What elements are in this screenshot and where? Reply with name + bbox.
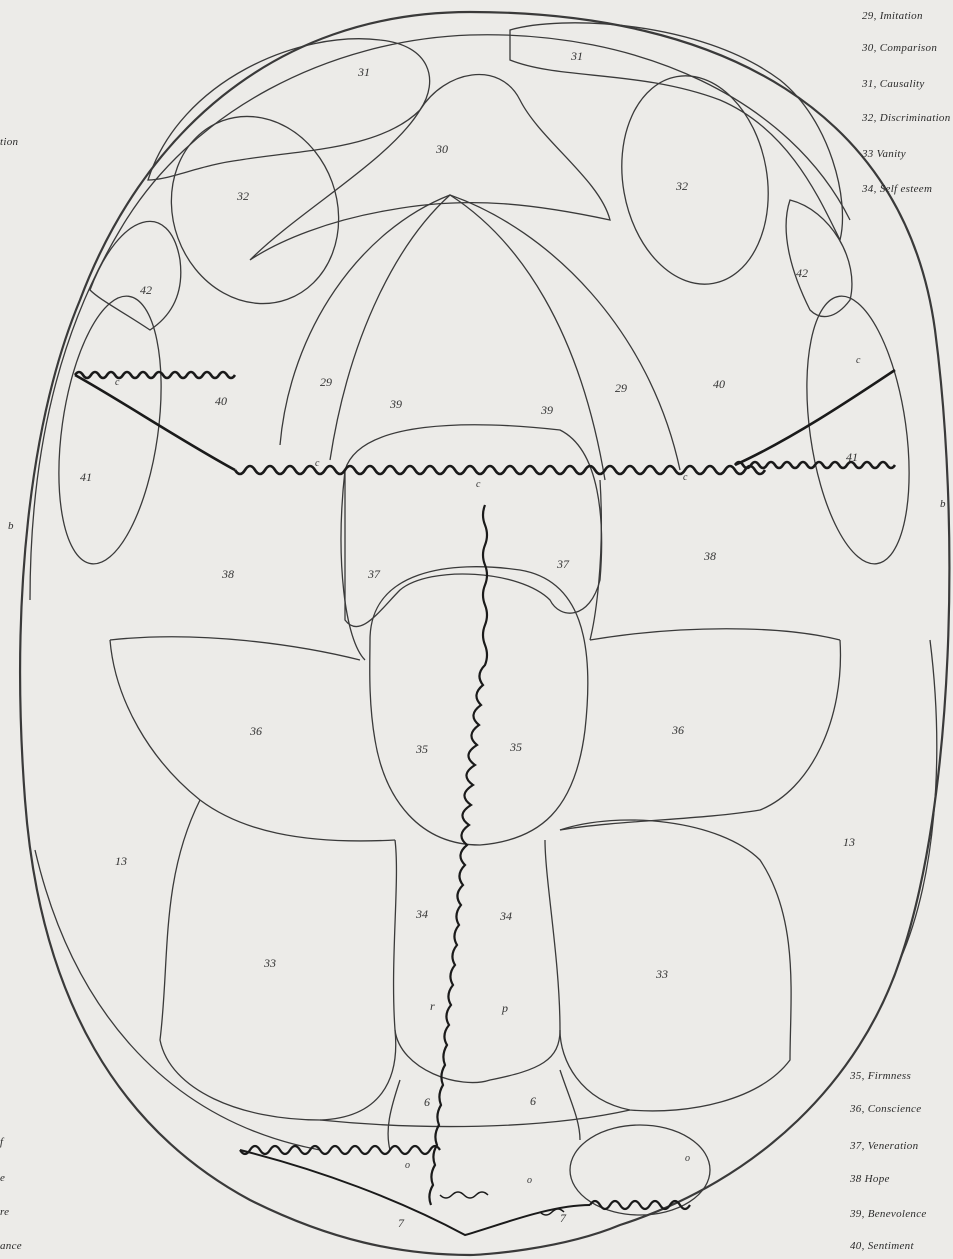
left-margin-fragment: re	[0, 1206, 9, 1218]
region-36-left	[110, 640, 395, 841]
label-c-5: c	[856, 355, 861, 366]
legend-item-35: 35, Firmness	[850, 1070, 911, 1082]
region-7-right	[570, 1125, 710, 1215]
label-30: 30	[435, 142, 448, 156]
label-32-right: 32	[675, 179, 688, 193]
label-39-left: 39	[389, 397, 402, 411]
label-o-2: o	[527, 1175, 532, 1186]
left-margin-fragment: e	[0, 1172, 5, 1184]
legend-item-38: 38 Hope	[850, 1173, 890, 1185]
label-7-left: 7	[398, 1216, 405, 1230]
left-margin-fragment: f	[0, 1136, 3, 1148]
legend-item-32: 32, Discrimination	[862, 112, 951, 124]
label-32-left: 32	[236, 189, 249, 203]
label-37-right: 37	[556, 557, 570, 571]
label-38-left: 38	[221, 567, 234, 581]
label-42-right: 42	[796, 266, 808, 280]
label-35-right: 35	[509, 740, 522, 754]
label-13-left: 13	[115, 854, 127, 868]
label-29-left: 29	[320, 375, 332, 389]
label-39-right: 39	[540, 403, 553, 417]
label-7-right: 7	[560, 1211, 567, 1225]
label-31-right: 31	[570, 49, 583, 63]
legend-item-40: 40, Sentiment	[850, 1240, 914, 1252]
legend-item-39: 39, Benevolence	[850, 1208, 927, 1220]
region-33-right	[560, 820, 791, 1111]
label-33-right: 33	[655, 967, 668, 981]
label-6-left: 6	[424, 1095, 430, 1109]
label-o-1: o	[405, 1160, 410, 1171]
label-42-left: 42	[140, 283, 152, 297]
label-c-4: c	[683, 472, 688, 483]
label-31-left: 31	[357, 65, 370, 79]
label-41-left: 41	[80, 470, 92, 484]
label-p: p	[501, 1001, 508, 1015]
legend-item-33: 33 Vanity	[862, 148, 906, 160]
region-labels: 31 31 30 32 32 42 42 41 41 40 40 29 29 3…	[80, 49, 861, 1230]
region-32-right	[606, 64, 784, 296]
label-40-right: 40	[713, 377, 725, 391]
label-37-left: 37	[367, 567, 381, 581]
label-40-left: 40	[215, 394, 227, 408]
label-o-3: o	[685, 1153, 690, 1164]
region-41-right	[792, 290, 925, 571]
label-33-left: 33	[263, 956, 276, 970]
region-42-left	[90, 221, 181, 330]
label-c-2: c	[315, 458, 320, 469]
left-margin-fragment: ance	[0, 1240, 22, 1252]
sagittal-suture	[429, 505, 487, 1205]
region-31-right	[510, 23, 843, 240]
label-13-right: 13	[843, 835, 855, 849]
region-31-left	[148, 39, 430, 180]
lambdoid-suture	[240, 1146, 690, 1209]
label-35-left: 35	[415, 742, 428, 756]
legend-item-29: 29, Imitation	[862, 10, 923, 22]
label-36-left: 36	[249, 724, 262, 738]
region-41-left	[44, 290, 177, 571]
left-margin-fragment: tion	[0, 136, 18, 148]
region-37	[345, 425, 602, 627]
label-c-1: c	[115, 377, 120, 388]
legend-item-36: 36, Conscience	[850, 1103, 921, 1115]
coronal-suture	[75, 372, 895, 474]
label-36-right: 36	[671, 723, 684, 737]
label-34-right: 34	[499, 909, 512, 923]
label-6-right: 6	[530, 1094, 536, 1108]
region-33-left	[160, 800, 396, 1120]
legend-item-34: 34, Self esteem	[862, 183, 932, 195]
legend-item-37: 37, Veneration	[850, 1140, 918, 1152]
legend-item-30: 30, Comparison	[862, 42, 937, 54]
label-29-right: 29	[615, 381, 627, 395]
label-c-3: c	[476, 479, 481, 490]
label-41-right: 41	[846, 450, 858, 464]
label-r: r	[430, 999, 435, 1013]
label-34-left: 34	[415, 907, 428, 921]
region-30	[250, 75, 610, 260]
region-36-right	[560, 640, 840, 830]
legend-item-31: 31, Causality	[862, 78, 925, 90]
left-margin-fragment: b	[8, 520, 14, 532]
region-34	[394, 840, 560, 1083]
label-38-right: 38	[703, 549, 716, 563]
right-margin-fragment: b	[940, 498, 946, 510]
